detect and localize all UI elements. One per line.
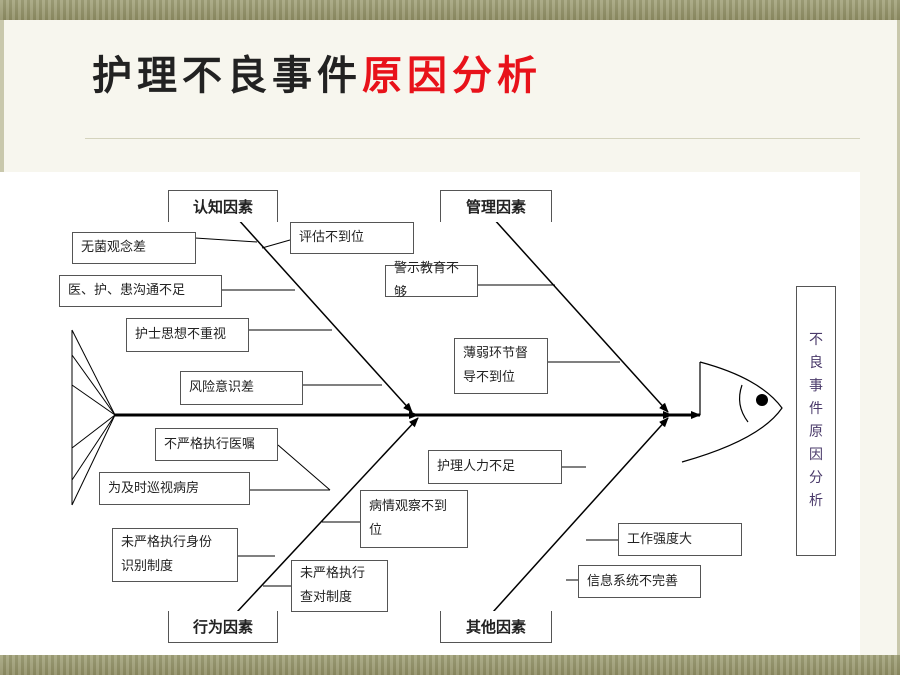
cause-box: 警示教育不够: [385, 261, 478, 300]
bone-behavior: [236, 417, 419, 613]
title-divider: [85, 138, 860, 139]
category-management: 管理因素: [440, 190, 552, 222]
category-other: 其他因素: [440, 611, 552, 643]
title-main: 护理不良事件: [92, 52, 362, 99]
cause-box: 未严格执行身份 识别制度: [112, 528, 238, 582]
cause-box: 信息系统不完善: [578, 565, 701, 598]
bone-cognitive: [236, 217, 413, 413]
cause-box: 风险意识差: [180, 371, 303, 405]
cause-box: 护士思想不重视: [126, 318, 249, 352]
bone-other: [492, 417, 669, 613]
title-accent: 原因分析: [362, 52, 542, 99]
cause-box: 评估不到位: [290, 222, 414, 254]
cause-box: 不严格执行医嘱: [155, 428, 278, 461]
cause-box: 未严格执行 查对制度: [291, 560, 388, 612]
category-behavior: 行为因素: [168, 611, 278, 643]
fish-head: [681, 361, 783, 463]
fish-tail: [71, 329, 116, 506]
cause-box: 工作强度大: [618, 523, 742, 556]
cause-box: 医、护、患沟通不足: [59, 275, 222, 307]
cause-box: 护理人力不足: [428, 450, 562, 484]
effect-label: 不良事件原因分析: [809, 332, 823, 509]
effect-box: 不良事件原因分析: [796, 286, 836, 556]
cause-box: 病情观察不到 位: [360, 490, 468, 548]
decorative-right-edge: [897, 20, 900, 655]
bone-management: [492, 217, 669, 413]
decorative-bottom-band: [0, 655, 900, 675]
cause-box: 无菌观念差: [72, 232, 196, 264]
category-cognitive: 认知因素: [168, 190, 278, 222]
sub-bones: [194, 237, 620, 587]
cause-box: 薄弱环节督 导不到位: [454, 338, 548, 394]
slide-title: 护理不良事件原因分析: [92, 48, 542, 104]
cause-box: 为及时巡视病房: [99, 472, 250, 505]
fish-eye: [756, 394, 768, 406]
decorative-top-band: [0, 0, 900, 20]
